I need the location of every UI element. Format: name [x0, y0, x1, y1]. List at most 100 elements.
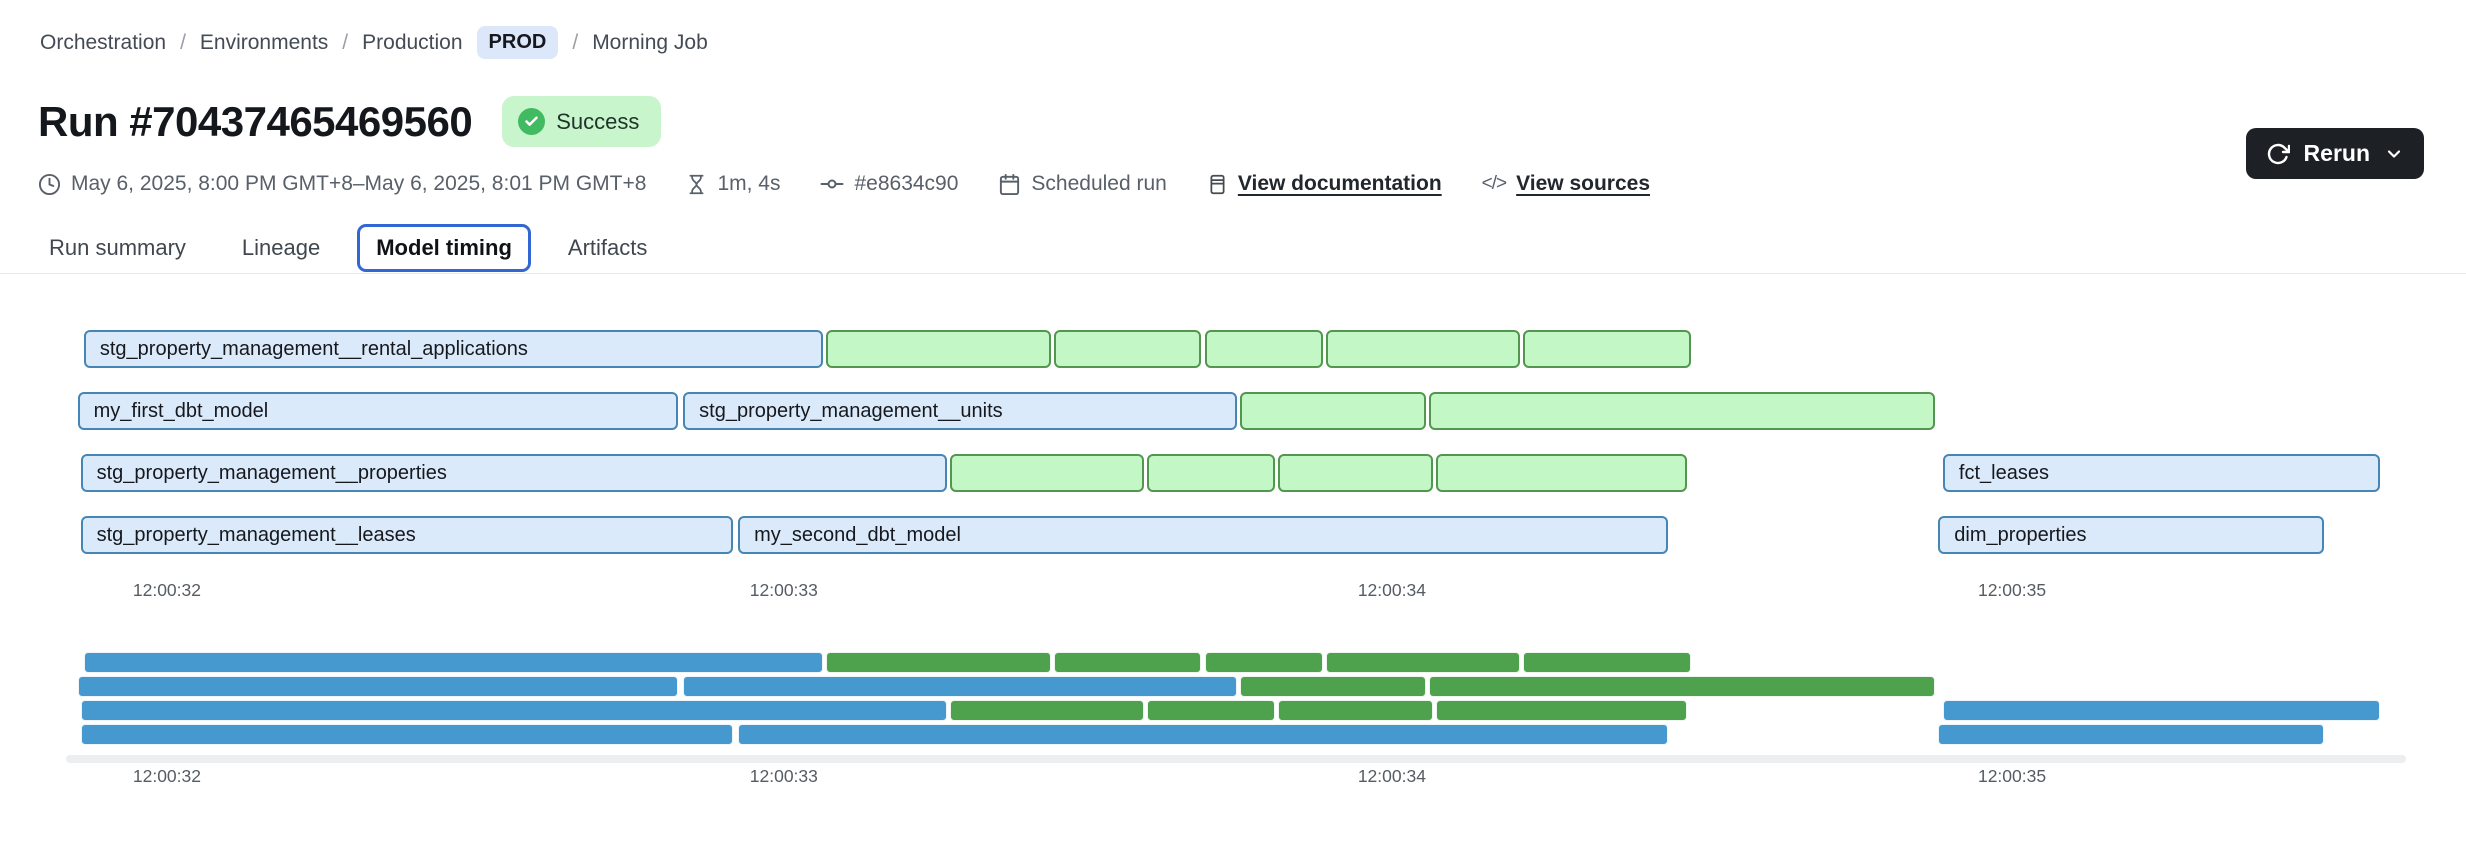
gantt-bar-stg_property_management__units[interactable]: stg_property_management__units — [683, 392, 1237, 430]
gantt-bar-stg_property_management__rental_applications[interactable]: stg_property_management__rental_applicat… — [83, 330, 824, 368]
clock-icon — [38, 173, 61, 196]
run-metadata: May 6, 2025, 8:00 PM GMT+8–May 6, 2025, … — [38, 172, 1650, 196]
gantt-bar-my_second_dbt_model[interactable]: my_second_dbt_model — [738, 516, 1668, 554]
minimap-bar[interactable] — [1942, 700, 2381, 721]
gantt-bar-dim_properties[interactable]: dim_properties — [1938, 516, 2324, 554]
minimap-bar[interactable] — [950, 700, 1144, 721]
commit-icon — [820, 172, 844, 196]
axis-tick-label: 12:00:32 — [132, 766, 201, 786]
rerun-button[interactable]: Rerun — [2245, 128, 2424, 179]
minimap-scrollbar[interactable] — [66, 755, 2406, 763]
gantt-bar-label: stg_property_management__units — [699, 399, 1003, 422]
tab-run-summary[interactable]: Run summary — [30, 224, 205, 272]
gantt-bar[interactable] — [826, 330, 1052, 368]
minimap-bar[interactable] — [80, 700, 948, 721]
gantt-bar-label: fct_leases — [1958, 461, 2049, 484]
model-timing-chart: stg_property_management__rental_applicat… — [76, 330, 2396, 555]
gantt-row: stg_property_management__leases my_second… — [76, 516, 2396, 554]
rerun-button-label: Rerun — [2303, 140, 2370, 166]
axis-tick-label: 12:00:34 — [1357, 580, 1426, 600]
minimap-bar[interactable] — [1436, 700, 1687, 721]
breadcrumb-item-production[interactable]: Production — [362, 30, 463, 54]
document-icon — [1207, 173, 1228, 196]
gantt-bar-label: stg_property_management__properties — [96, 461, 447, 484]
gantt-row: my_first_dbt_model stg_property_managemen… — [76, 392, 2396, 430]
breadcrumb: Orchestration / Environments / Production PRO… — [40, 26, 708, 59]
minimap-bar[interactable] — [83, 652, 824, 673]
check-icon — [518, 108, 546, 135]
breadcrumb-separator: / — [342, 30, 349, 54]
env-badge: PROD — [476, 26, 559, 59]
chevron-down-icon — [2384, 144, 2404, 164]
gantt-bar-stg_property_management__properties[interactable]: stg_property_management__properties — [80, 454, 948, 492]
meta-view-documentation[interactable]: View documentation — [1207, 172, 1442, 196]
minimap-bar[interactable] — [683, 676, 1237, 697]
view-documentation-link[interactable]: View documentation — [1237, 172, 1442, 195]
breadcrumb-item-environments[interactable]: Environments — [199, 30, 329, 54]
title-row: Run #70437465469560 Success — [38, 96, 662, 147]
gantt-bar[interactable] — [1239, 392, 1426, 430]
minimap-bar[interactable] — [1277, 700, 1434, 721]
minimap-row — [76, 676, 2396, 697]
breadcrumb-separator: / — [572, 30, 579, 54]
meta-view-sources[interactable]: </> View sources — [1482, 172, 1650, 196]
minimap-bar[interactable] — [1205, 652, 1324, 673]
axis-tick-label: 12:00:32 — [132, 580, 201, 600]
axis-tick-label: 12:00:35 — [1977, 766, 2047, 786]
gantt-bar[interactable] — [1277, 454, 1434, 492]
gantt-row: stg_property_management__properties fct_l… — [76, 454, 2396, 492]
axis-tick-label: 12:00:33 — [749, 766, 818, 786]
gantt-bar[interactable] — [1054, 330, 1201, 368]
view-sources-link[interactable]: View sources — [1516, 172, 1651, 195]
minimap-bar[interactable] — [1938, 724, 2324, 745]
calendar-icon — [998, 173, 1021, 196]
minimap-bar[interactable] — [1054, 652, 1201, 673]
refresh-icon — [2266, 142, 2290, 166]
tab-model-timing[interactable]: Model timing — [357, 224, 531, 272]
gantt-bar[interactable] — [1522, 330, 1692, 368]
gantt-bar-my_first_dbt_model[interactable]: my_first_dbt_model — [77, 392, 679, 430]
gantt-bar-fct_leases[interactable]: fct_leases — [1942, 454, 2381, 492]
minimap-bar[interactable] — [77, 676, 679, 697]
minimap-bar[interactable] — [1428, 676, 1936, 697]
breadcrumb-item-orchestration[interactable]: Orchestration — [40, 30, 167, 54]
gantt-bar-label: dim_properties — [1954, 523, 2087, 546]
minimap-bar[interactable] — [1239, 676, 1426, 697]
gantt-bar[interactable] — [1428, 392, 1936, 430]
meta-duration: 1m, 4s — [686, 172, 780, 196]
minimap-bar[interactable] — [738, 724, 1668, 745]
gantt-bar[interactable] — [1147, 454, 1275, 492]
minimap-bar[interactable] — [826, 652, 1052, 673]
minimap-row — [76, 700, 2396, 721]
gantt-bar[interactable] — [1436, 454, 1687, 492]
gantt-bar[interactable] — [950, 454, 1144, 492]
meta-time-range: May 6, 2025, 8:00 PM GMT+8–May 6, 2025, … — [38, 172, 646, 196]
gantt-bar-label: stg_property_management__leases — [96, 523, 416, 546]
gantt-bar-label: my_first_dbt_model — [93, 399, 269, 422]
axis-tick-label: 12:00:35 — [1977, 580, 2047, 600]
tab-lineage[interactable]: Lineage — [223, 224, 339, 272]
minimap — [76, 652, 2396, 748]
minimap-bar[interactable] — [1522, 652, 1692, 673]
axis-tick-label: 12:00:34 — [1357, 766, 1426, 786]
code-icon: </> — [1481, 173, 1508, 194]
minimap-bar[interactable] — [80, 724, 734, 745]
minimap-bar[interactable] — [1326, 652, 1520, 673]
gantt-bar[interactable] — [1205, 330, 1324, 368]
gantt-bar-stg_property_management__leases[interactable]: stg_property_management__leases — [80, 516, 734, 554]
gantt-bar-label: my_second_dbt_model — [754, 523, 961, 546]
minimap-bar[interactable] — [1147, 700, 1275, 721]
breadcrumb-item-morning-job: Morning Job — [592, 30, 708, 54]
minimap-axis: 12:00:32 12:00:33 12:00:34 12:00:35 — [76, 766, 2396, 788]
minimap-row — [76, 652, 2396, 673]
status-badge: Success — [502, 96, 662, 147]
breadcrumb-separator: / — [180, 30, 186, 54]
meta-commit: #e8634c90 — [820, 172, 958, 196]
hourglass-icon — [686, 173, 707, 196]
tab-bar: Run summary Lineage Model timing Artifacts — [30, 224, 666, 272]
status-badge-label: Success — [556, 108, 640, 134]
gantt-bar[interactable] — [1326, 330, 1520, 368]
tab-artifacts[interactable]: Artifacts — [549, 224, 666, 272]
